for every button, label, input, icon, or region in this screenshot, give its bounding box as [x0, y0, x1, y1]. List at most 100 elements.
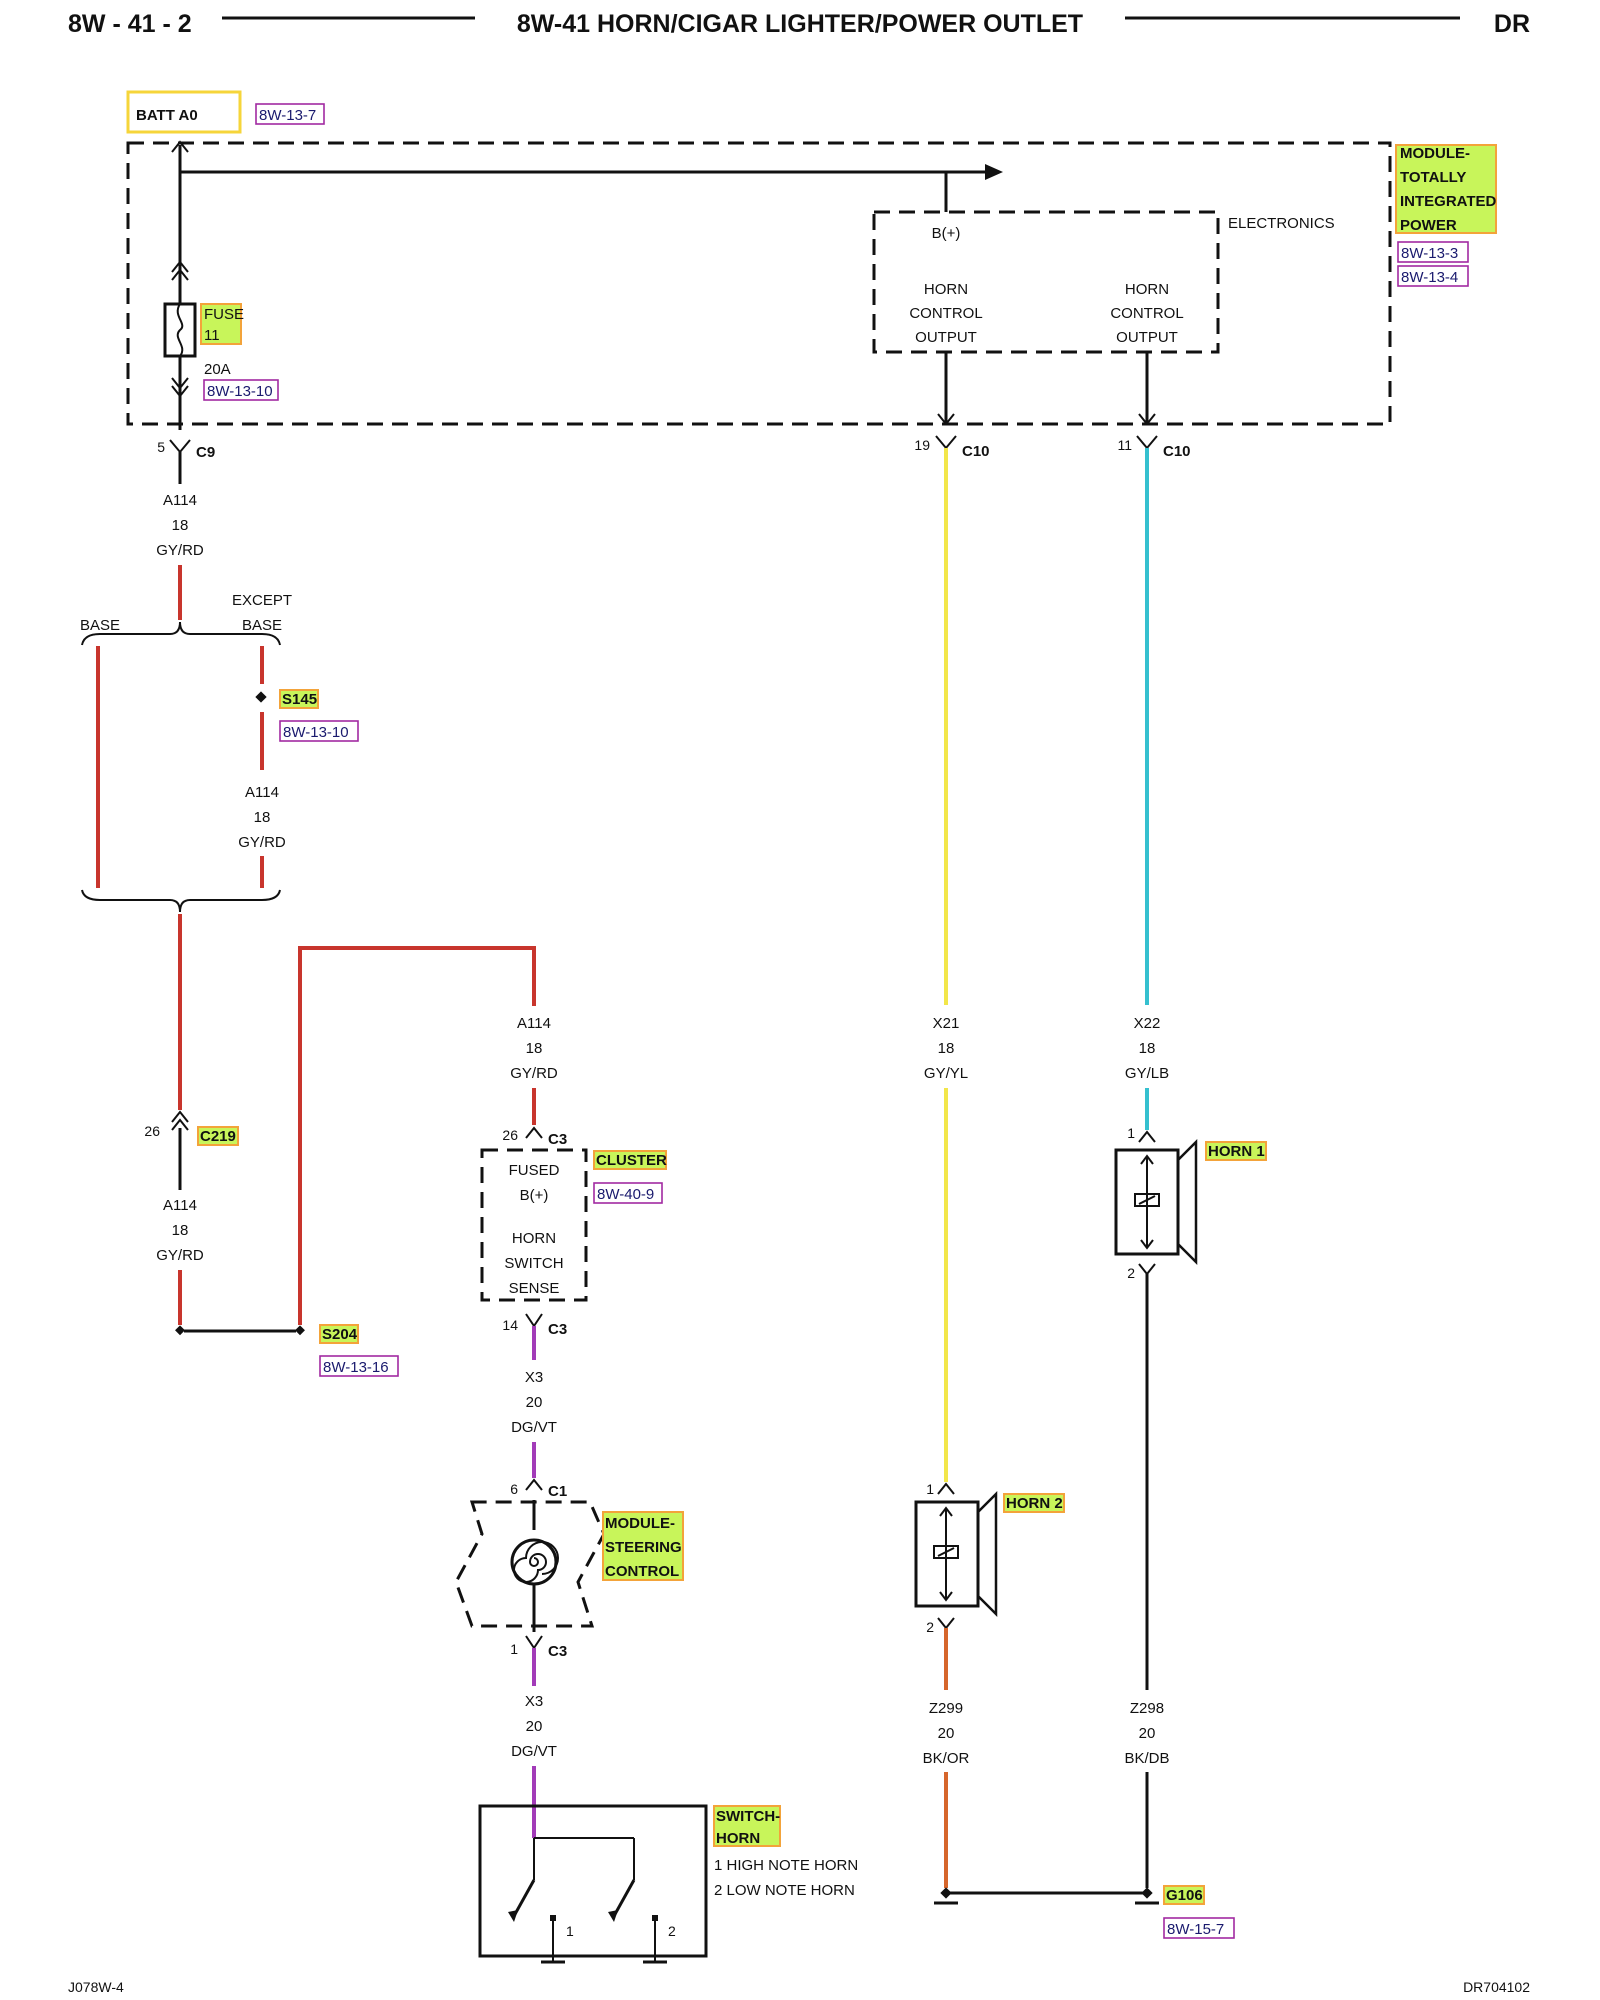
svg-text:18: 18	[254, 809, 271, 826]
connector-c9: 5 C9	[157, 439, 215, 461]
svg-text:C3: C3	[548, 1643, 567, 1660]
svg-text:20: 20	[526, 1718, 543, 1735]
svg-text:C219: C219	[200, 1128, 236, 1145]
svg-text:S204: S204	[322, 1326, 358, 1343]
svg-text:X22: X22	[1134, 1015, 1161, 1032]
horn-control-output-2: HORN CONTROL OUTPUT	[1110, 281, 1183, 346]
batt-ref-link[interactable]: 8W-13-7	[255, 103, 325, 125]
svg-text:HORN: HORN	[716, 1830, 760, 1847]
svg-text:SENSE: SENSE	[509, 1280, 560, 1297]
svg-text:G106: G106	[1166, 1887, 1203, 1904]
fuse-11	[163, 260, 197, 430]
tipm-electronics-box	[872, 210, 1220, 354]
wire-z299-label: Z299 20 BK/OR	[923, 1700, 970, 1767]
horn-switch-label: SWITCH- HORN	[713, 1805, 781, 1847]
tipm-ref-link-1[interactable]: 8W-13-3	[1397, 241, 1469, 263]
cluster-label: CLUSTER	[593, 1150, 667, 1170]
s145-ref-link[interactable]: 8W-13-10	[279, 720, 359, 742]
svg-text:CONTROL: CONTROL	[605, 1563, 679, 1580]
svg-text:18: 18	[172, 517, 189, 534]
splice-s145	[255, 691, 267, 703]
tipm-ref-link-2[interactable]: 8W-13-4	[1397, 265, 1469, 287]
svg-text:8W-13-4: 8W-13-4	[1401, 269, 1458, 286]
page-title: 8W-41 HORN/CIGAR LIGHTER/POWER OUTLET	[517, 10, 1083, 38]
svg-text:18: 18	[1139, 1040, 1156, 1057]
svg-text:8W-13-7: 8W-13-7	[259, 107, 316, 124]
connector-c10-b: 11 C10	[1117, 435, 1191, 460]
svg-text:26: 26	[144, 1123, 160, 1139]
horn-2-pin-top: 1	[926, 1481, 934, 1497]
svg-text:BK/DB: BK/DB	[1124, 1750, 1169, 1767]
footer-right-code: DR704102	[1463, 1979, 1530, 1995]
branch-except-base-label: BASE	[242, 617, 282, 634]
splice-s145-label: S145	[279, 689, 319, 709]
splice-s204-label: S204	[319, 1324, 359, 1344]
branch-top-brace	[81, 621, 281, 646]
svg-text:TOTALLY: TOTALLY	[1400, 169, 1466, 186]
svg-text:STEERING: STEERING	[605, 1539, 682, 1556]
svg-text:C3: C3	[548, 1131, 567, 1148]
wire-z298-label: Z298 20 BK/DB	[1124, 1700, 1169, 1767]
fuse-label: FUSE 11	[200, 303, 244, 345]
s204-ref-link[interactable]: 8W-13-16	[319, 1355, 399, 1377]
svg-text:A114: A114	[163, 492, 197, 509]
ground-g106-label: G106	[1163, 1885, 1205, 1905]
svg-text:Z299: Z299	[929, 1700, 963, 1717]
svg-text:INTEGRATED: INTEGRATED	[1400, 193, 1497, 210]
horn-2-pin-bottom: 2	[926, 1619, 934, 1635]
steering-module-outline	[454, 1500, 606, 1628]
svg-text:8W-40-9: 8W-40-9	[597, 1186, 654, 1203]
svg-text:C10: C10	[962, 443, 990, 460]
svg-text:HORN: HORN	[1125, 281, 1169, 298]
switch-note-1: 1 HIGH NOTE HORN	[714, 1857, 858, 1874]
bplus-label: B(+)	[932, 225, 961, 242]
svg-text:SWITCH: SWITCH	[504, 1255, 563, 1272]
svg-text:CLUSTER: CLUSTER	[596, 1152, 667, 1169]
page-header: 8W - 41 - 2 8W-41 HORN/CIGAR LIGHTER/POW…	[68, 10, 1530, 38]
svg-text:20: 20	[938, 1725, 955, 1742]
svg-text:HORN 1: HORN 1	[1208, 1143, 1265, 1160]
svg-text:GY/RD: GY/RD	[156, 542, 204, 559]
steering-module-label: MODULE- STEERING CONTROL	[602, 1511, 684, 1581]
svg-text:11: 11	[1117, 437, 1132, 453]
svg-text:11: 11	[204, 327, 220, 344]
svg-text:GY/YL: GY/YL	[924, 1065, 968, 1082]
svg-text:MODULE-: MODULE-	[1400, 145, 1470, 162]
ground-ref-link[interactable]: 8W-15-7	[1163, 1917, 1235, 1939]
wire-x3-2-label: X3 20 DG/VT	[511, 1693, 557, 1760]
svg-text:MODULE-: MODULE-	[605, 1515, 675, 1532]
output-arrows	[937, 352, 1156, 426]
connector-c3-switch: 1 C3	[510, 1635, 567, 1660]
svg-text:8W-13-10: 8W-13-10	[207, 383, 273, 400]
svg-text:BK/OR: BK/OR	[923, 1750, 970, 1767]
svg-text:X3: X3	[525, 1693, 543, 1710]
model-code: DR	[1494, 10, 1530, 38]
wire-x22-label: X22 18 GY/LB	[1125, 1015, 1169, 1082]
svg-text:C3: C3	[548, 1321, 567, 1338]
svg-text:GY/RD: GY/RD	[510, 1065, 558, 1082]
cluster-ref-link[interactable]: 8W-40-9	[593, 1182, 663, 1204]
cluster-internal-labels: FUSED B(+) HORN SWITCH SENSE	[504, 1162, 563, 1297]
switch-note-2: 2 LOW NOTE HORN	[714, 1882, 855, 1899]
footer-left-code: J078W-4	[68, 1979, 124, 1995]
wire-x21-label: X21 18 GY/YL	[924, 1015, 968, 1082]
svg-text:GY/RD: GY/RD	[156, 1247, 204, 1264]
splice-s204	[175, 1325, 305, 1336]
svg-text:6: 6	[510, 1481, 518, 1497]
horn-control-output-1: HORN CONTROL OUTPUT	[909, 281, 982, 346]
svg-text:DG/VT: DG/VT	[511, 1419, 557, 1436]
svg-text:FUSE: FUSE	[204, 306, 244, 323]
svg-text:1: 1	[510, 1641, 518, 1657]
switch-pin-1: 1	[566, 1923, 574, 1939]
branch-base-label: BASE	[80, 617, 120, 634]
switch-pin-2: 2	[668, 1923, 676, 1939]
svg-text:S145: S145	[282, 691, 317, 708]
svg-text:C10: C10	[1163, 443, 1191, 460]
svg-text:GY/RD: GY/RD	[238, 834, 286, 851]
horn-1	[1114, 1130, 1198, 1276]
fuse-ref-link[interactable]: 8W-13-10	[203, 379, 279, 401]
page-number: 8W - 41 - 2	[68, 10, 192, 38]
connector-c3-in: 26 C3	[502, 1126, 567, 1148]
horn-1-label: HORN 1	[1205, 1141, 1267, 1161]
svg-text:C1: C1	[548, 1483, 567, 1500]
